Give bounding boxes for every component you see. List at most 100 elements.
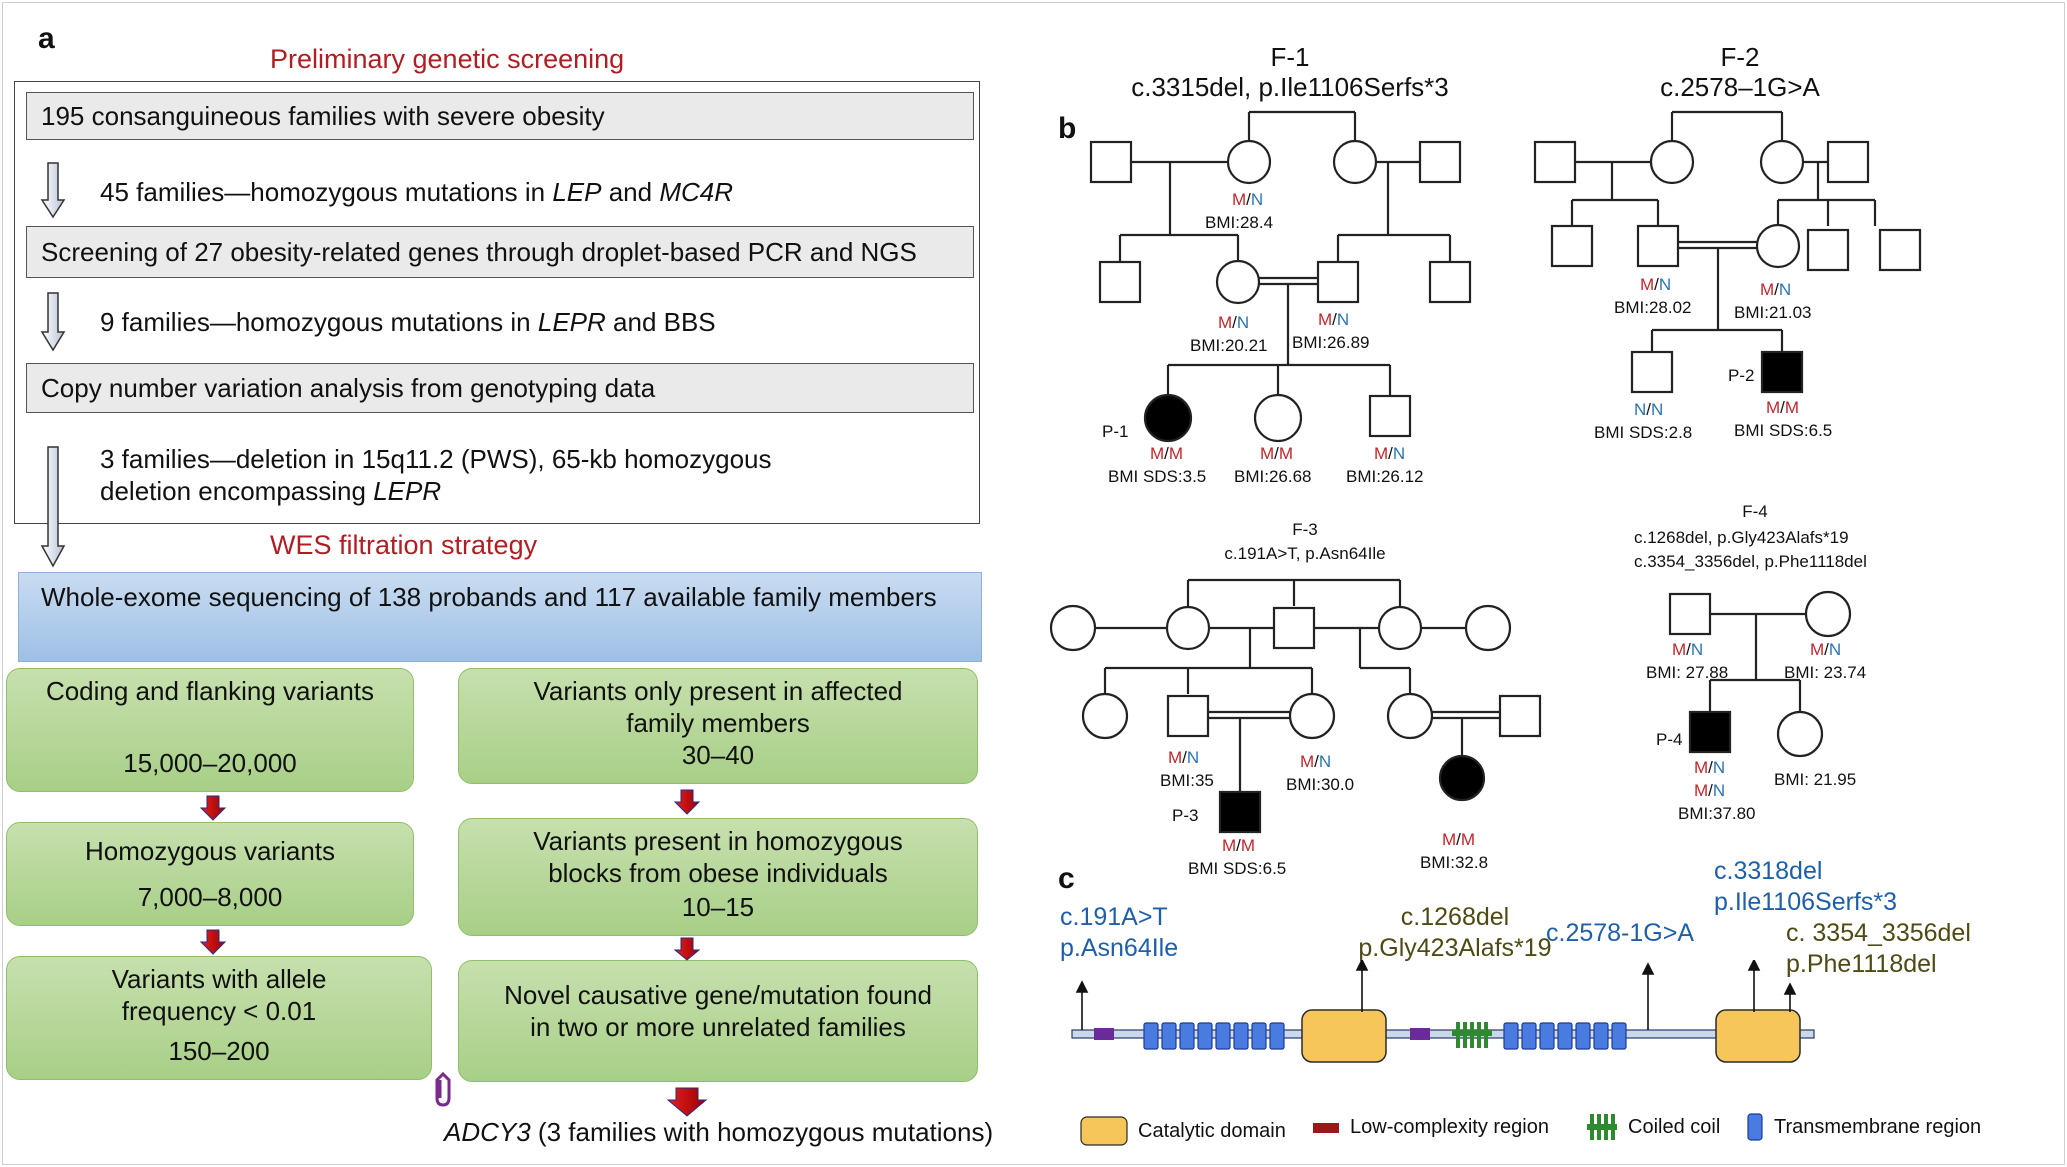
f3-gen1-female-1 (1081, 692, 1129, 740)
f4-name: F-4 (1742, 502, 1768, 521)
f3-proband-id: P-3 (1172, 806, 1199, 825)
f4-father (1668, 592, 1712, 636)
f3-cousin-bmi: BMI:32.8 (1420, 853, 1489, 872)
f1-mother (1215, 259, 1261, 305)
mutation-4-line2: p.Ile1106Serfs*3 (1714, 888, 1897, 916)
panel-a-letter: a (38, 22, 55, 55)
box-homozygous-blocks: Variants present in homozygous blocks fr… (458, 818, 978, 936)
f2-proband-bmi: BMI SDS:6.5 (1734, 421, 1833, 440)
f1-mother-genotype: M/N (1218, 313, 1250, 332)
f2-name: F-2 (1720, 42, 1760, 72)
f2-proband-id: P-2 (1728, 366, 1755, 385)
filter2-text: 9 families—homozygous mutations in LEPR … (100, 306, 716, 338)
catalytic-domain-1 (1301, 1009, 1387, 1063)
f1-father-genotype: M/N (1318, 310, 1350, 329)
pedigrees (1049, 110, 1922, 834)
f4-mother (1804, 590, 1852, 638)
red-arrow-5 (666, 1087, 708, 1117)
box-allele-frequency: Variants with allele frequency < 0.01 150… (6, 956, 432, 1080)
f4-father-genotype: M/N (1672, 640, 1704, 659)
f3-gen0-female-5 (1464, 604, 1512, 652)
coiled-coil-icon (1587, 1114, 1617, 1140)
catalytic-domain-2 (1715, 1009, 1801, 1063)
f2-gen2-male-5 (1878, 228, 1922, 272)
hollow-arrow-1 (40, 162, 66, 219)
f3-gen0-female-2 (1165, 605, 1211, 651)
result-gene: ADCY3 (444, 1117, 531, 1147)
box-homozygous-blocks-text: Variants present in homozygous blocks fr… (533, 826, 903, 888)
f4-proband-affected (1688, 710, 1732, 754)
f2-mother-genotype: M/N (1760, 280, 1792, 299)
box-allele-frequency-text: Variants with allele frequency < 0.01 (111, 964, 327, 1026)
f1-proband-affected (1143, 393, 1193, 443)
box-affected-members: Variants only present in affected family… (458, 668, 978, 784)
legend-lowcomplex: Low-complexity region (1312, 1116, 1549, 1139)
filter1-gene1: LEP (552, 177, 602, 207)
panel-c-letter: c (1058, 862, 1075, 895)
hollow-arrow-2 (40, 292, 66, 352)
red-arrow-2 (199, 929, 227, 955)
box-affected-members-value: 30–40 (681, 740, 755, 770)
f2-father (1636, 224, 1680, 268)
f3-cousin-genotype: M/M (1442, 830, 1476, 849)
box-homozygous-variants-text: Homozygous variants (85, 836, 335, 866)
f4-mutation2: c.3354_3356del, p.Phe1118del (1634, 552, 1867, 571)
f2-father-genotype: M/N (1640, 275, 1672, 294)
f1-sib2-bmi: BMI:26.12 (1346, 467, 1424, 486)
mutation-4: c.3318del p.Ile1106Serfs*3 (1714, 856, 1897, 918)
f1-gen1-male-right (1418, 140, 1462, 184)
f3-gen1-female-4 (1386, 692, 1434, 740)
f4-mother-bmi: BMI: 23.74 (1784, 663, 1867, 682)
f2-sib-male (1630, 350, 1674, 394)
box-allele-frequency-value: 150–200 (168, 1036, 270, 1066)
box-novel-gene-text: Novel causative gene/mutation found in t… (504, 980, 932, 1042)
step-families-text: 195 consanguineous families with severe … (41, 100, 605, 131)
f3-gen0-female-4 (1377, 605, 1423, 651)
f4-sib-female (1776, 710, 1824, 758)
step-screening-text: Screening of 27 obesity-related genes th… (41, 236, 917, 267)
f1-gen2-male-1 (1098, 260, 1142, 304)
protein-backbone (1071, 1029, 1815, 1039)
f4-proband-genotype-1: M/N (1694, 758, 1726, 777)
f2-gen1-female-left (1649, 139, 1695, 185)
step-families: 195 consanguineous families with severe … (26, 92, 974, 140)
legend-lowcomplex-label: Low-complexity region (1350, 1116, 1549, 1138)
mutation-5-line1: c. 3354_3356del (1786, 919, 1971, 947)
f1-sib2-genotype: M/N (1374, 444, 1406, 463)
transmembrane-cluster-2 (1503, 1022, 1627, 1050)
f4-mutation1: c.1268del, p.Gly423Alafs*19 (1634, 528, 1849, 547)
f3-gen1-male-5 (1498, 694, 1542, 738)
u-turn-arrow (435, 1071, 451, 1107)
filter3-line2-pre: deletion encompassing (100, 476, 374, 506)
f1-sib-female (1253, 393, 1303, 443)
f1-gen1-male-left (1089, 140, 1133, 184)
f2-father-bmi: BMI:28.02 (1614, 298, 1692, 317)
prelim-frame (14, 81, 980, 524)
f3-mother (1288, 692, 1336, 740)
step-cnv: Copy number variation analysis from geno… (26, 363, 974, 413)
box-affected-members-text: Variants only present in affected family… (533, 676, 903, 738)
f2-gen1-male-right (1826, 140, 1870, 184)
f4-sib-bmi: BMI: 21.95 (1774, 770, 1857, 789)
coiled-coil (1452, 1022, 1492, 1048)
mutation-1-line2: p.Asn64Ile (1060, 934, 1179, 962)
f3-gen0-male-3 (1272, 606, 1316, 650)
f3-mother-bmi: BMI:30.0 (1286, 775, 1355, 794)
f2-mutation: c.2578–1G>A (1660, 72, 1820, 102)
f1-proband-genotype: M/M (1150, 444, 1184, 463)
mutation-4-line1: c.3318del (1714, 857, 1823, 885)
f3-proband-bmi: BMI SDS:6.5 (1188, 859, 1287, 878)
f2-proband-genotype: M/M (1766, 398, 1800, 417)
f1-gen1-female-right (1332, 139, 1378, 185)
filter1-pre: 45 families—homozygous mutations in (100, 177, 553, 207)
f1-gen2-male-4 (1428, 260, 1472, 304)
prelim-title: Preliminary genetic screening (270, 44, 625, 74)
f3-father-genotype: M/N (1168, 748, 1200, 767)
f3-gen0-female-1 (1049, 604, 1097, 652)
hollow-arrow-3 (40, 446, 66, 568)
f2-mother (1755, 223, 1801, 269)
